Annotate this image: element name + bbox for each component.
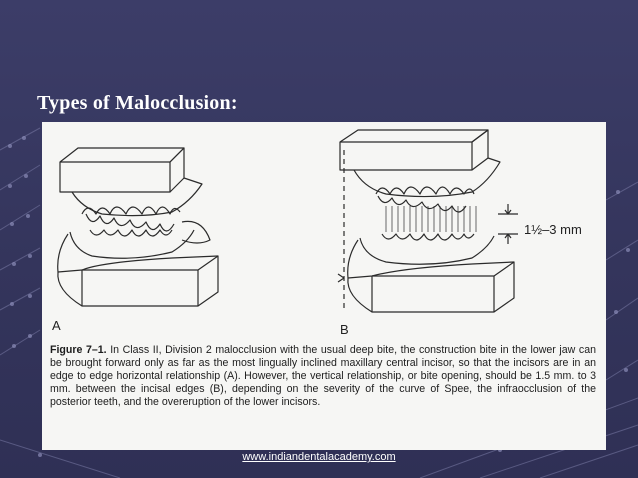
measurement-label: 1½–3 mm: [524, 222, 582, 237]
dental-cast-illustration: [57, 129, 518, 313]
figure-label-a: A: [52, 318, 61, 333]
slide-title: Types of Malocclusion:: [37, 92, 238, 114]
figure-label-b: B: [340, 322, 349, 337]
caption-body: In Class II, Division 2 malocclusion wit…: [50, 344, 596, 408]
figure-panel: A B 1½–3 mm Figure 7–1. In Class II, Div…: [42, 122, 606, 450]
caption-figure-number: Figure 7–1.: [50, 344, 107, 356]
figure-caption: Figure 7–1. In Class II, Division 2 malo…: [50, 344, 596, 409]
footer-link[interactable]: www.indiandentalacademy.com: [242, 451, 396, 463]
